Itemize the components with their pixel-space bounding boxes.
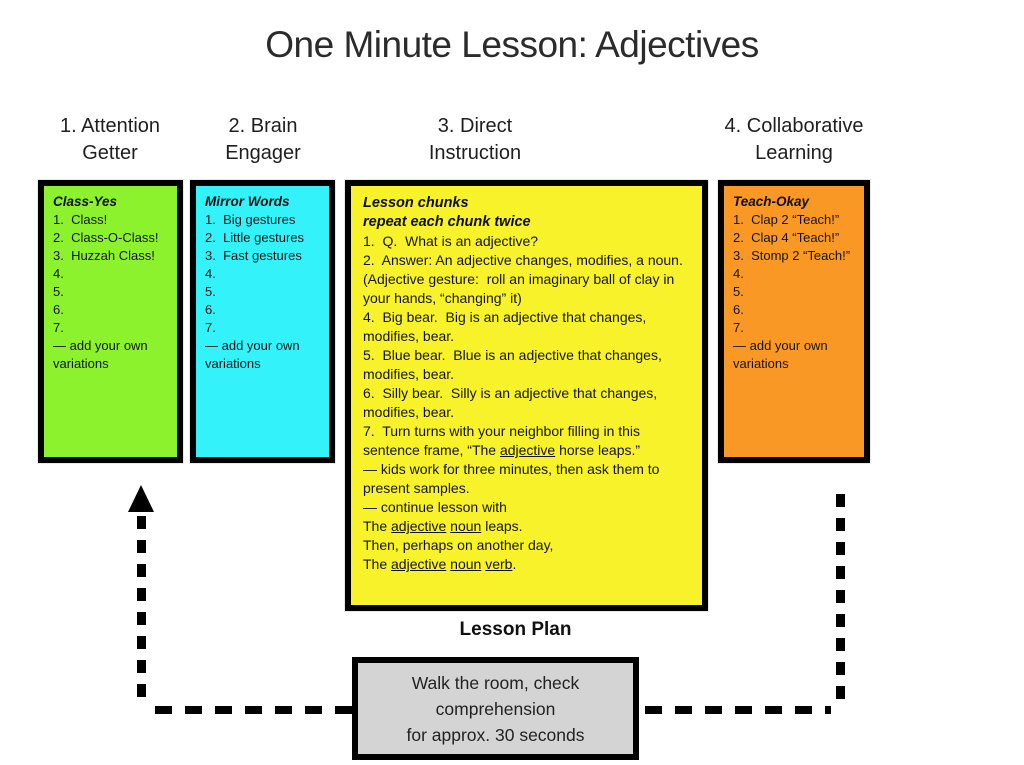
list-item: 3. Fast gestures — [205, 248, 302, 263]
feedback-dashed-line-left-vertical — [137, 516, 146, 708]
list-item: 6. — [205, 302, 216, 317]
column-header-collaborative-learning: 4. Collaborative Learning — [724, 115, 864, 164]
attention-getter-box: Class-Yes 1. Class! 2. Class-O-Class! 3. H… — [38, 180, 183, 463]
attention-getter-box-title: Class-Yes — [53, 194, 118, 209]
list-item: 1. Big gestures — [205, 212, 296, 227]
list-item: 5. — [53, 284, 64, 299]
brain-engager-box: Mirror Words 1. Big gestures 2. Little ge… — [190, 180, 335, 463]
list-item: 5. — [205, 284, 216, 299]
list-item: 2. Clap 4 “Teach!” — [733, 230, 840, 245]
column-header-brain-engager: 2. Brain Engager — [225, 115, 301, 164]
list-item: 6. — [733, 302, 744, 317]
direct-instruction-paragraphs: 1. Q. What is an adjective? 2. Answer: An… — [363, 232, 692, 574]
lesson-paragraph: — continue lesson with — [363, 499, 507, 515]
list-item: — add your own variations — [53, 338, 152, 371]
walk-room-text: Walk the room, check comprehension for a… — [406, 672, 585, 745]
collaborative-learning-list: 1. Clap 2 “Teach!” 2. Clap 4 “Teach!” 3. S… — [733, 211, 859, 373]
collaborative-learning-box-title: Teach-Okay — [733, 194, 810, 209]
attention-getter-list: 1. Class! 2. Class-O-Class! 3. Huzzah Clas… — [53, 211, 171, 373]
list-item: 1. Clap 2 “Teach!” — [733, 212, 840, 227]
lesson-paragraph: 2. Answer: An adjective changes, modifie… — [363, 252, 691, 306]
list-item: — add your own variations — [733, 338, 832, 371]
feedback-dashed-line-right-horizontal — [645, 706, 831, 714]
lesson-paragraph: 5. Blue bear. Blue is an adjective that … — [363, 347, 666, 382]
direct-instruction-box: Lesson chunks repeat each chunk twice 1.… — [345, 180, 708, 611]
lesson-paragraph: — kids work for three minutes, then ask … — [363, 461, 664, 496]
lesson-paragraph: 1. Q. What is an adjective? — [363, 233, 539, 249]
list-item: 6. — [53, 302, 64, 317]
page-title: One Minute Lesson: Adjectives — [265, 24, 759, 65]
feedback-dashed-line-right-vertical — [836, 494, 845, 704]
column-header-direct-instruction: 3. Direct Instruction — [428, 115, 522, 164]
list-item: 7. — [733, 320, 744, 335]
list-item: 2. Class-O-Class! — [53, 230, 159, 245]
feedback-dashed-line-left-horizontal — [155, 706, 352, 714]
collaborative-learning-box: Teach-Okay 1. Clap 2 “Teach!” 2. Clap 4 “… — [718, 180, 870, 463]
direct-instruction-box-title-line1: Lesson chunks — [363, 195, 469, 211]
brain-engager-list: 1. Big gestures 2. Little gestures 3. Fast… — [205, 211, 323, 373]
list-item: 4. — [205, 266, 216, 281]
direct-instruction-box-title-line2: repeat each chunk twice — [363, 214, 531, 230]
list-item: — add your own variations — [205, 338, 304, 371]
lesson-paragraph: 7. Turn turns with your neighbor filling… — [363, 423, 644, 458]
column-header-attention-getter: 1. Attention Getter — [59, 115, 161, 164]
list-item: 3. Huzzah Class! — [53, 248, 155, 263]
list-item: 7. — [53, 320, 64, 335]
lesson-paragraph: The adjective noun leaps. — [363, 518, 523, 534]
list-item: 7. — [205, 320, 216, 335]
list-item: 5. — [733, 284, 744, 299]
list-item: 2. Little gestures — [205, 230, 304, 245]
lesson-paragraph: Then, perhaps on another day, — [363, 537, 554, 553]
list-item: 4. — [53, 266, 64, 281]
walk-room-box: Walk the room, check comprehension for a… — [352, 657, 639, 760]
brain-engager-box-title: Mirror Words — [205, 194, 290, 209]
lesson-paragraph: The adjective noun verb. — [363, 556, 517, 572]
list-item: 1. Class! — [53, 212, 108, 227]
feedback-arrow-up-icon — [128, 485, 154, 512]
list-item: 4. — [733, 266, 744, 281]
lesson-paragraph: 4. Big bear. Big is an adjective that ch… — [363, 309, 651, 344]
list-item: 3. Stomp 2 “Teach!” — [733, 248, 851, 263]
lesson-plan-label: Lesson Plan — [459, 619, 572, 640]
lesson-paragraph: 6. Silly bear. Silly is an adjective tha… — [363, 385, 662, 420]
